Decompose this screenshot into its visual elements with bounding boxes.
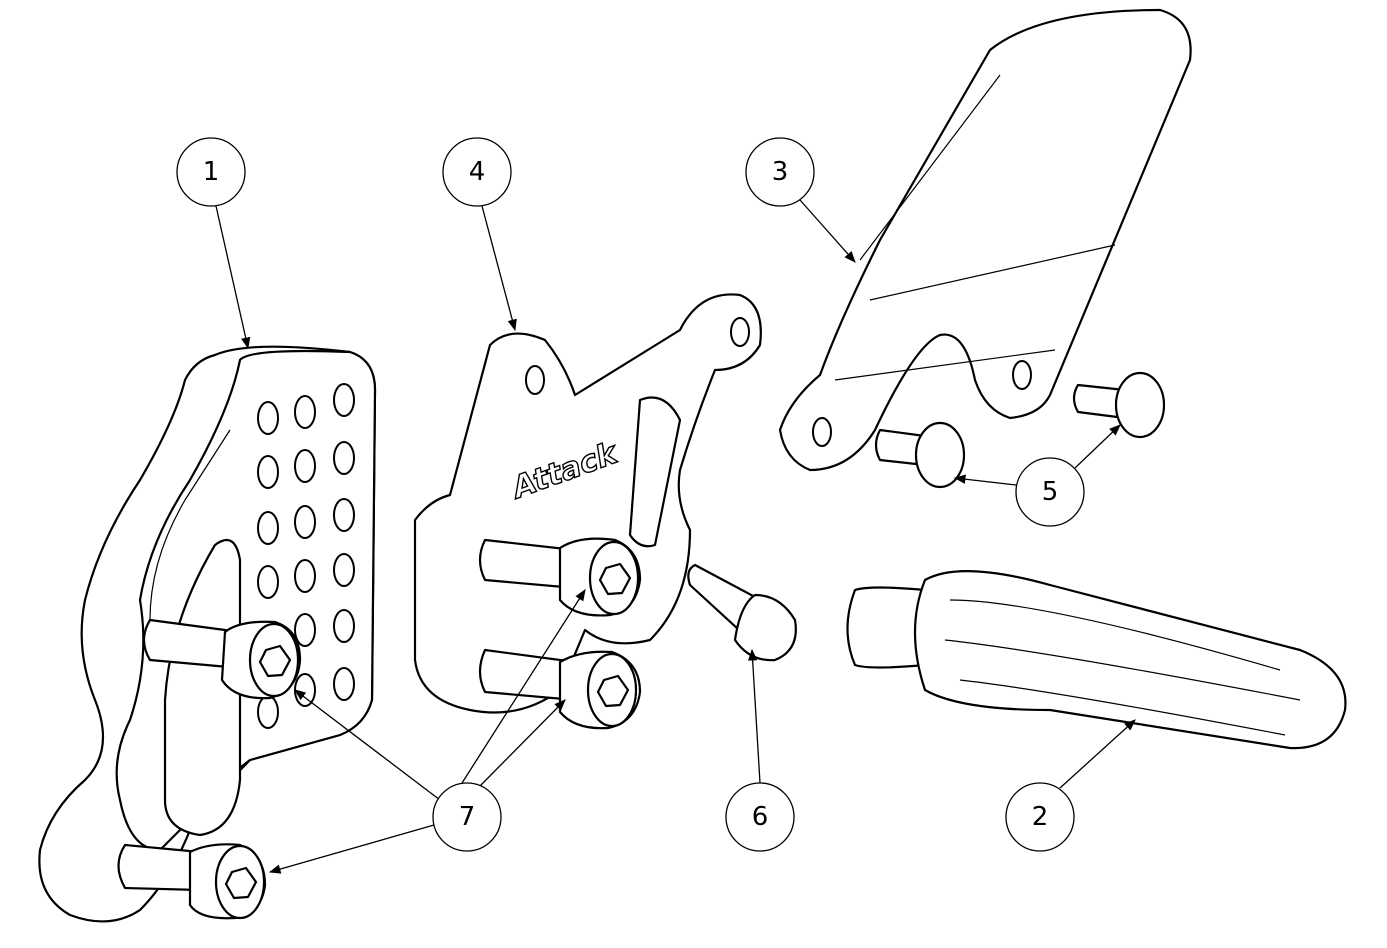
svg-text:1: 1 [203,157,220,187]
svg-text:6: 6 [752,802,769,832]
svg-text:4: 4 [469,157,486,187]
part-5-screw-lower [874,421,966,489]
part-3-heel-guard [778,8,1192,472]
part-6-pivot-bolt [687,563,797,662]
svg-text:3: 3 [772,157,789,187]
balloon-7: 7 [432,782,502,852]
part-4-hanger-bracket: Attack [413,293,762,730]
part-1-main-plate [38,345,377,923]
balloon-5: 5 [1015,457,1085,527]
svg-text:5: 5 [1042,477,1059,507]
part-5-screw-upper [1072,371,1166,439]
balloon-3: 3 [745,137,815,207]
bolt-7-lower-middle [478,648,642,730]
svg-text:2: 2 [1032,802,1049,832]
balloon-6: 6 [725,782,795,852]
bolt-7-lower-left [117,843,267,920]
balloon-4: 4 [442,137,512,207]
balloon-1: 1 [176,137,246,207]
adjustment-holes [257,383,355,729]
leader-lines [215,199,1136,874]
svg-text:7: 7 [459,802,476,832]
balloon-2: 2 [1005,782,1075,852]
bolt-7-upper-left [142,618,302,700]
part-2-footpeg [846,570,1347,750]
